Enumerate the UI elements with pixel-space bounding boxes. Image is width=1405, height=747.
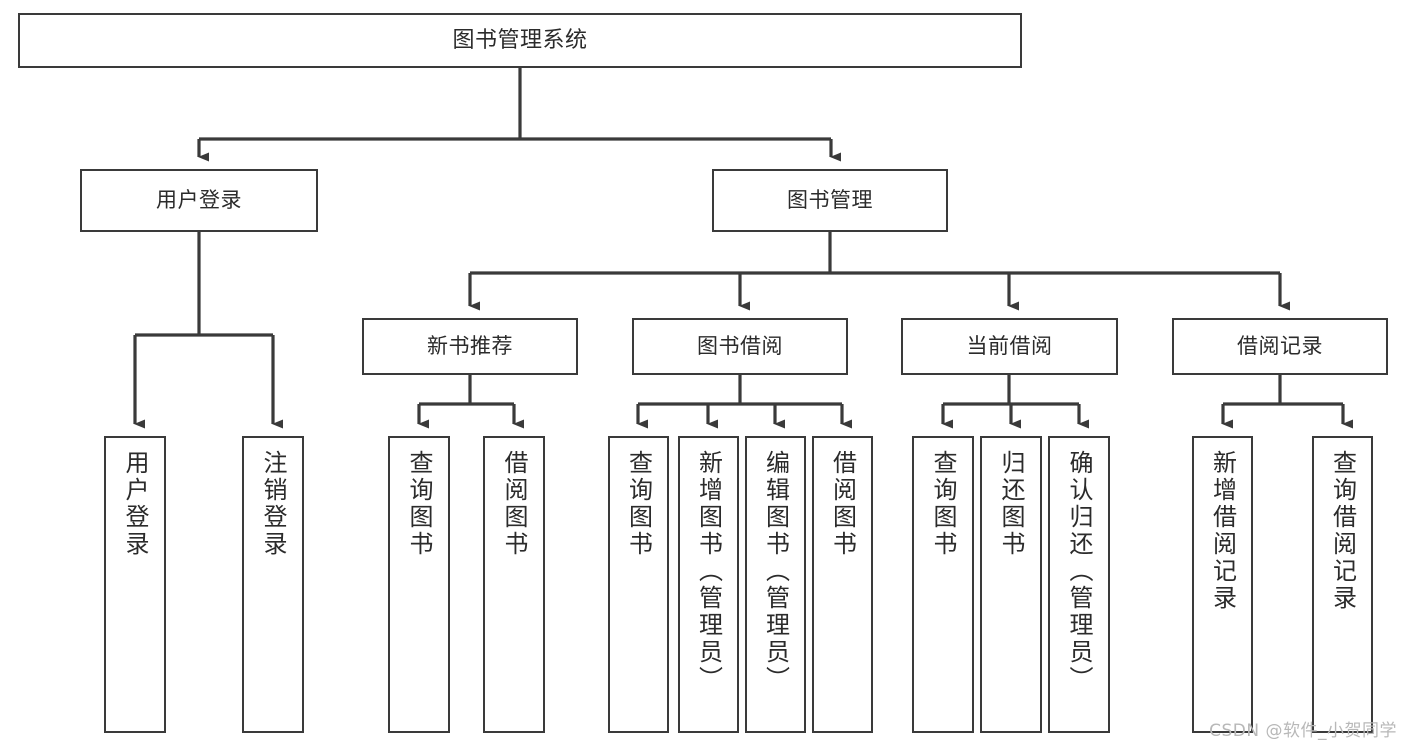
node-root-system[interactable]: 图书管理系统 [18,13,1022,68]
node-label: 当前借阅 [966,334,1053,359]
node-label: 新书推荐 [427,334,513,359]
node-label: 借阅图书 [828,450,857,558]
node-leaf-borrow-book-2[interactable]: 借阅图书 [812,436,873,733]
node-user-login[interactable]: 用户登录 [80,169,318,232]
node-leaf-borrow-book-1[interactable]: 借阅图书 [483,436,545,733]
node-leaf-edit-book[interactable]: 编辑图书（管理员） [745,436,806,733]
node-label: 确认归还（管理员） [1065,450,1093,693]
watermark-text: CSDN @软件_小贺同学 [1209,721,1397,741]
node-leaf-query-borrow-record[interactable]: 查询借阅记录 [1312,436,1373,733]
node-leaf-user-login[interactable]: 用户登录 [104,436,166,733]
node-book-manage[interactable]: 图书管理 [712,169,948,232]
node-label: 借阅记录 [1237,334,1323,359]
node-label: 借阅图书 [500,450,528,558]
node-leaf-user-logout[interactable]: 注销登录 [242,436,304,733]
node-label: 图书管理 [787,188,873,213]
node-leaf-query-book-2[interactable]: 查询图书 [608,436,669,733]
node-label: 新增借阅记录 [1208,450,1237,612]
node-label: 新增图书（管理员） [694,450,723,693]
node-label: 图书借阅 [697,334,783,359]
node-label: 归还图书 [997,450,1025,558]
node-book-borrow[interactable]: 图书借阅 [632,318,848,375]
node-leaf-query-book-3[interactable]: 查询图书 [912,436,974,733]
node-label: 用户登录 [156,188,242,213]
node-label: 查询图书 [929,450,957,558]
node-current-borrow[interactable]: 当前借阅 [901,318,1118,375]
node-label: 注销登录 [259,450,287,558]
node-label: 查询借阅记录 [1328,450,1357,612]
node-new-book-recommend[interactable]: 新书推荐 [362,318,578,375]
node-label: 查询图书 [405,450,433,558]
node-label: 编辑图书（管理员） [761,450,790,693]
node-leaf-add-borrow-record[interactable]: 新增借阅记录 [1192,436,1253,733]
node-leaf-confirm-return[interactable]: 确认归还（管理员） [1048,436,1110,733]
node-leaf-return-book[interactable]: 归还图书 [980,436,1042,733]
node-label: 图书管理系统 [452,27,588,53]
node-label: 查询图书 [624,450,653,558]
node-label: 用户登录 [121,450,149,558]
node-borrow-record[interactable]: 借阅记录 [1172,318,1388,375]
node-leaf-query-book-1[interactable]: 查询图书 [388,436,450,733]
node-leaf-add-book[interactable]: 新增图书（管理员） [678,436,739,733]
